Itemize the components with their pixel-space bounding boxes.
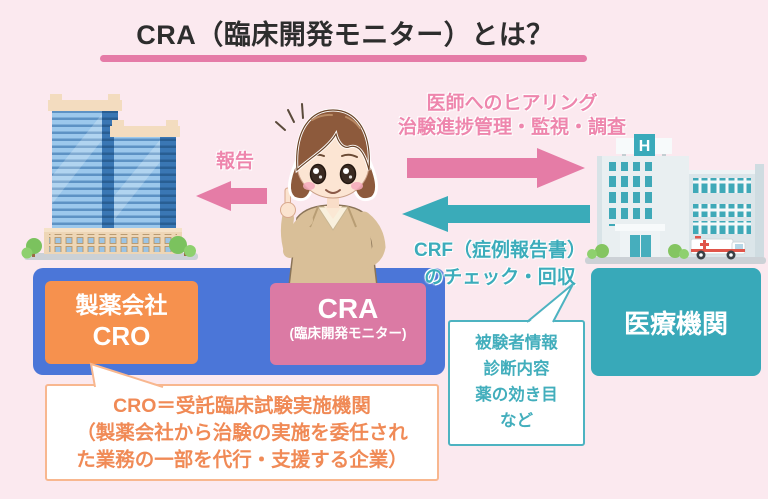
arrow-right-pink-hearing <box>407 148 585 188</box>
medical-label: 医療機関 <box>623 308 728 339</box>
patient-info-bubble: 被験者情報 診断内容 薬の効き目 など <box>448 320 585 446</box>
page-title: CRA（臨床開発モニター）とは？ <box>136 20 554 50</box>
patient-info-line4: など <box>500 412 533 430</box>
pharma-label-line1: 製薬会社 <box>75 292 168 318</box>
report-label: 報告 <box>215 151 254 172</box>
cra-label-line2: (臨床開発モニター) <box>289 326 407 341</box>
cra-box: CRA (臨床開発モニター) <box>270 283 426 365</box>
hospital-sign-letter: H <box>639 138 651 155</box>
medical-institution-box: 医療機関 <box>591 268 761 376</box>
hospital-icon: H <box>585 134 766 264</box>
patient-info-line1: 被験者情報 <box>475 334 558 352</box>
pharma-cro-box: 製薬会社 CRO <box>45 281 198 364</box>
hearing-line-2: 治験進捗管理・監視・調査 <box>397 117 626 138</box>
patient-info-line3: 薬の効き目 <box>475 386 558 404</box>
cro-note-line3: た業務の一部を代行・支援する企業） <box>76 449 408 471</box>
cro-note-bubble: CRO＝受託臨床試験実施機関 （製薬会社から治験の実施を委任され た業務の一部を… <box>45 384 439 481</box>
cra-label-line1: CRA <box>317 293 379 324</box>
crf-line-1: CRF（症例報告書） <box>413 240 587 261</box>
cro-bubble-tail <box>89 362 164 388</box>
crf-line-2: のチェック・回収 <box>424 267 576 288</box>
office-building-icon <box>21 94 198 260</box>
arrow-left-pink-report <box>196 181 267 211</box>
ambulance-icon <box>690 236 746 260</box>
hearing-label: 医師へのヒアリング 治験進捗管理・監視・調査 <box>378 92 646 140</box>
title-underline <box>100 55 587 62</box>
patient-info-line2: 診断内容 <box>483 360 550 378</box>
crf-label: CRF（症例報告書） のチェック・回収 <box>402 237 598 291</box>
pharma-label-line2: CRO <box>92 321 151 351</box>
arrow-left-teal-crf <box>402 196 590 232</box>
cro-note-line2: （製薬会社から治験の実施を委任され <box>76 422 408 444</box>
cro-note-line1: CRO＝受託臨床試験実施機関 <box>113 395 371 417</box>
hearing-line-1: 医師へのヒアリング <box>426 93 598 114</box>
patient-bubble-tail <box>526 283 574 324</box>
cra-person-illustration <box>275 103 386 286</box>
